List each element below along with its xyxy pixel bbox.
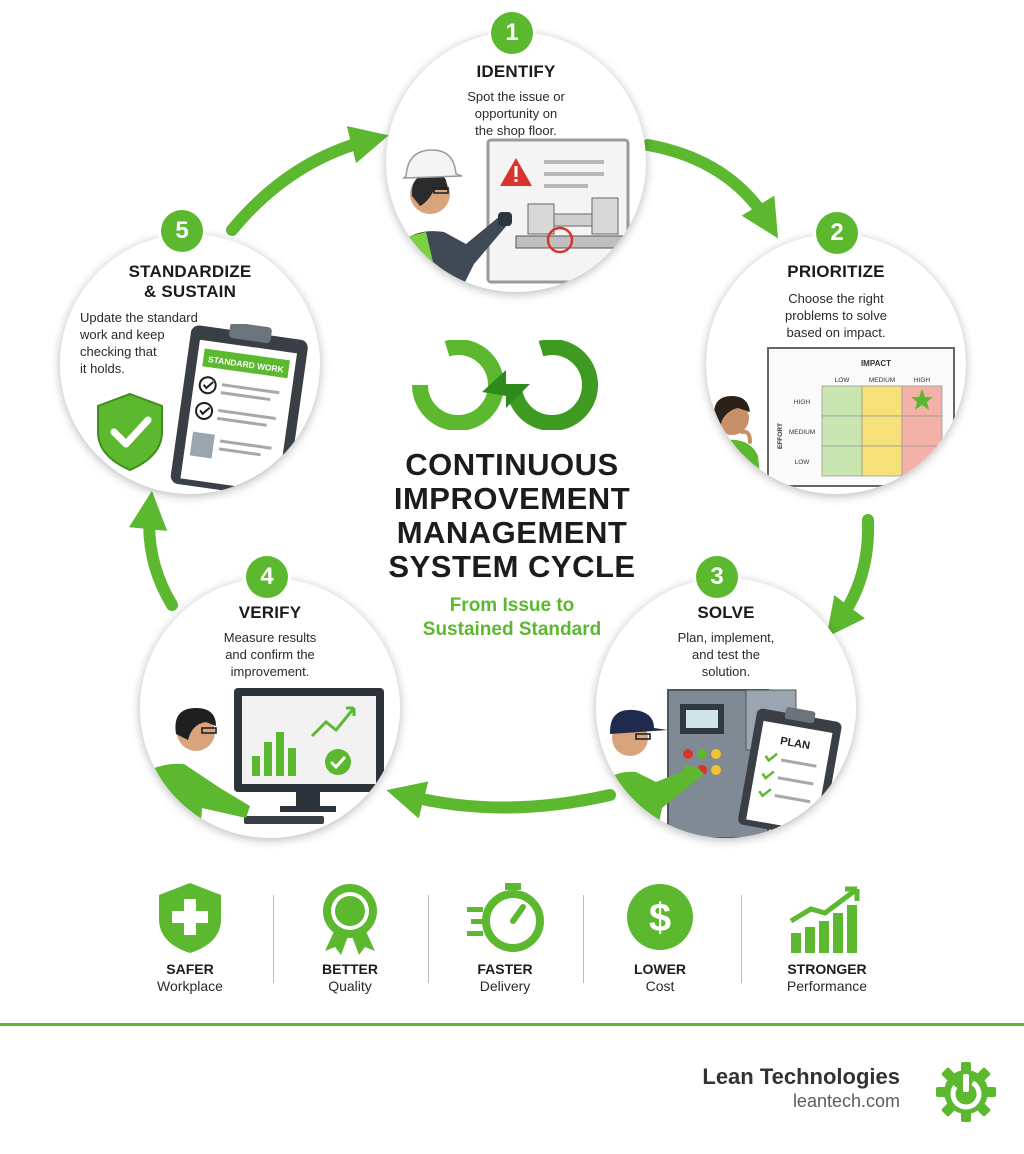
stage-standardize-sustain: STANDARDIZE & SUSTAIN Update the standar… (60, 234, 320, 494)
trend-up-icon (310, 707, 356, 738)
center-subtitle-line: Sustained Standard (422, 619, 602, 640)
brand-url: leantech.com (792, 1091, 900, 1111)
stage-3-desc-line: Plan, implement, (677, 630, 775, 645)
arrow-3-to-4 (386, 781, 616, 819)
award-ribbon-icon (323, 884, 377, 955)
matrix-row-label: LOW (795, 459, 811, 466)
brand-name: Lean Technologies (702, 1064, 900, 1089)
center-title-line: MANAGEMENT (396, 515, 628, 550)
stopwatch-icon (467, 883, 544, 952)
benefit-divider (428, 895, 429, 983)
cycle-arrows (128, 126, 875, 819)
stage-4-number: 4 (246, 556, 288, 598)
stage-1-desc-line: Spot the issue or (467, 89, 565, 104)
svg-text:$: $ (649, 896, 671, 940)
stage-2-desc-line: problems to solve (785, 308, 887, 323)
stage-5-title: STANDARDIZE (128, 262, 252, 281)
bar-growth-icon (789, 886, 860, 953)
stage-1-desc-line: opportunity on (474, 106, 558, 121)
matrix-col-label: MEDIUM (869, 377, 895, 384)
arrow-5-to-1 (226, 126, 389, 236)
footer-divider-rule (0, 1023, 1024, 1026)
stage-3-number: 3 (696, 556, 738, 598)
benefit-strong: BETTER (322, 961, 378, 977)
star-icon (911, 389, 933, 410)
stage-identify: IDENTIFY Spot the issue or opportunity o… (386, 32, 646, 292)
shield-check-icon (97, 392, 163, 472)
center-subtitle-line: From Issue to (449, 595, 575, 616)
stage-3-desc-line: and test the (692, 647, 760, 662)
dollar-coin-icon: $ (627, 884, 693, 950)
arrow-4-to-5 (128, 490, 178, 611)
center-title-block: CONTINUOUS IMPROVEMENT MANAGEMENT SYSTEM… (362, 448, 662, 642)
worker-machine-plan-illustration: PLAN (596, 689, 842, 838)
matrix-effort-label: EFFORT (777, 423, 784, 449)
benefit-stronger: STRONGER Performance (752, 875, 902, 994)
benefit-strong: LOWER (633, 961, 687, 977)
benefit-sub: Quality (328, 978, 372, 994)
stage-verify: VERIFY Measure results and confirm the i… (140, 578, 400, 838)
benefit-sub: Performance (786, 978, 868, 994)
center-title-line: SYSTEM CYCLE (388, 549, 636, 584)
stage-5-number: 5 (161, 210, 203, 252)
stage-4-desc-line: and confirm the (225, 647, 315, 662)
stage-1-desc-line: the shop floor. (475, 123, 557, 138)
stage-5-desc-line: work and keep (80, 327, 165, 342)
stage-2-desc-line: based on impact. (786, 325, 886, 340)
brand-block: Lean Technologies leantech.com (702, 1064, 900, 1112)
arrow-1-to-2 (642, 139, 779, 239)
benefit-lower: $ LOWER Cost (585, 875, 735, 994)
worker-monitor-results-illustration (140, 688, 384, 838)
matrix-row-label: HIGH (794, 399, 811, 406)
plan-clipboard-label: PLAN (779, 735, 811, 752)
center-title-line: IMPROVEMENT (393, 481, 631, 516)
infinity-loop-icon (412, 340, 599, 430)
warning-icon (500, 158, 532, 186)
stage-prioritize: PRIORITIZE Choose the right problems to … (706, 234, 966, 494)
stage-1-number: 1 (491, 12, 533, 54)
stage-4-title: VERIFY (238, 603, 302, 622)
benefit-sub: Cost (645, 978, 675, 994)
stage-solve: SOLVE Plan, implement, and test the solu… (596, 578, 856, 838)
center-title-line: CONTINUOUS (405, 447, 619, 482)
shield-plus-icon (159, 883, 221, 953)
benefit-strong: STRONGER (787, 961, 867, 977)
worker-pointing-board-illustration (396, 138, 630, 292)
benefit-divider (583, 895, 584, 983)
checkmark-icon (758, 752, 778, 798)
benefit-better: BETTER Quality (275, 875, 425, 994)
benefit-strong: FASTER (477, 961, 533, 977)
stage-3-desc-line: solution. (701, 664, 751, 679)
stage-3-title: SOLVE (697, 603, 755, 622)
power-gear-logo-icon (936, 1062, 996, 1122)
benefits-row: SAFER Workplace BETTER Quality FASTER De… (0, 875, 1024, 1005)
benefit-sub: Delivery (479, 978, 531, 994)
benefit-divider (273, 895, 274, 983)
stage-2-number: 2 (816, 212, 858, 254)
benefit-safer: SAFER Workplace (115, 875, 265, 994)
impact-effort-matrix-illustration: IMPACT LOW MEDIUM HIGH EFFORT HIGH MEDIU… (706, 347, 955, 494)
stage-1-title: IDENTIFY (476, 62, 556, 81)
stage-4-desc-line: Measure results (223, 630, 317, 645)
stage-4-desc-line: improvement. (230, 664, 310, 679)
shield-standard-work-illustration: STANDARD WORK (97, 324, 308, 494)
check-circle-icon (325, 749, 351, 775)
benefit-divider (741, 895, 742, 983)
arrow-2-to-3 (826, 514, 875, 638)
checkmark-icon (195, 376, 217, 420)
matrix-impact-label: IMPACT (861, 359, 891, 368)
benefit-strong: SAFER (166, 961, 214, 977)
stage-5-desc-line: it holds. (80, 361, 125, 376)
stage-5-title: & SUSTAIN (143, 282, 237, 301)
matrix-row-label: MEDIUM (789, 429, 815, 436)
matrix-col-label: HIGH (914, 377, 931, 384)
stage-5-desc-line: checking that (80, 344, 157, 359)
matrix-col-label: LOW (835, 377, 851, 384)
stage-2-title: PRIORITIZE (787, 262, 885, 281)
benefit-faster: FASTER Delivery (430, 875, 580, 994)
stage-2-desc-line: Choose the right (788, 291, 884, 306)
benefit-sub: Workplace (157, 978, 223, 994)
stage-5-desc-line: Update the standard (80, 310, 198, 325)
